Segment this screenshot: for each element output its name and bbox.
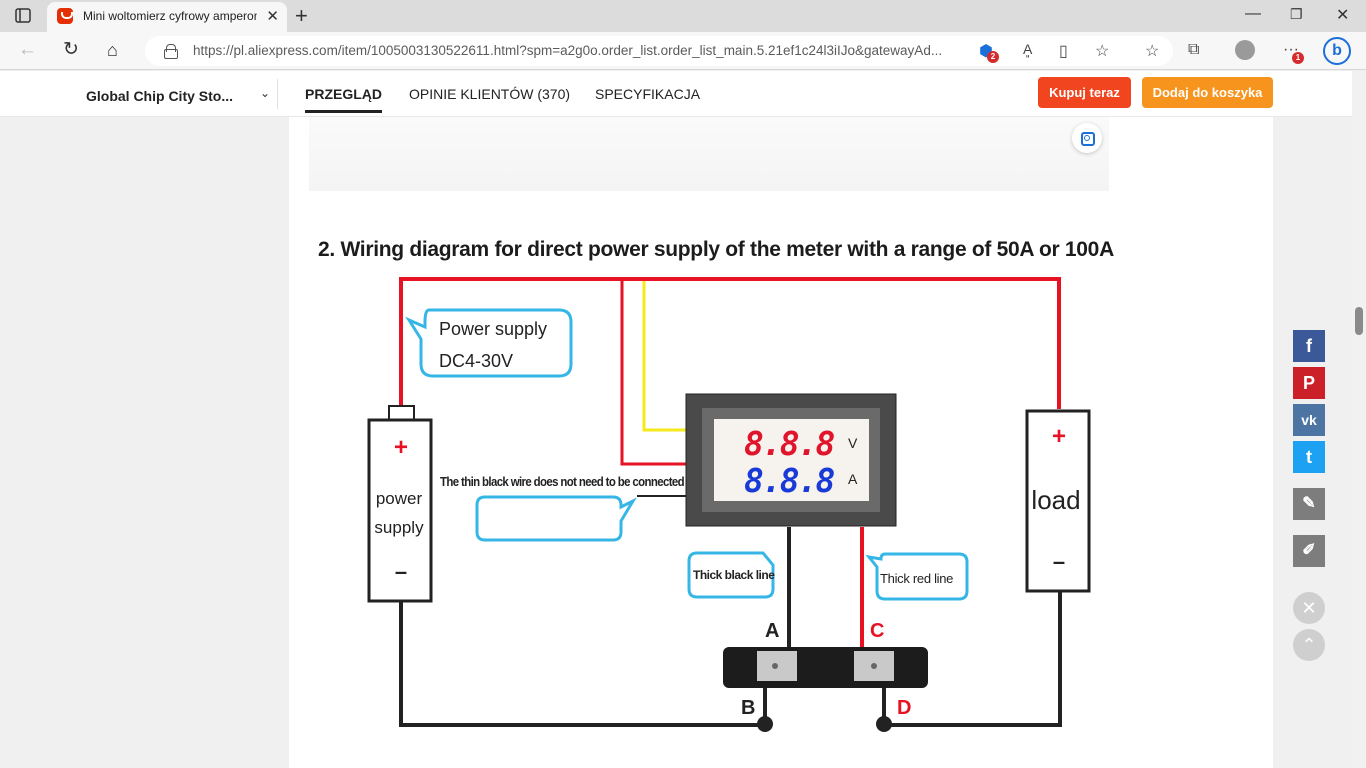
scroll-top-icon[interactable]: ⌃ [1293, 629, 1325, 661]
twitter-icon[interactable]: t [1293, 441, 1325, 473]
add-favorite-icon[interactable]: ☆ [1095, 43, 1110, 60]
refresh-icon[interactable]: ↻ [63, 39, 79, 60]
pinterest-icon[interactable]: P [1293, 367, 1325, 399]
thick-black-label: Thick black line [693, 568, 775, 582]
profile-avatar[interactable] [1235, 40, 1255, 60]
tab-title: Mini woltomierz cyfrowy amperomierz [83, 9, 257, 23]
wire-red-meter [620, 279, 687, 466]
terminal-dot-b [757, 716, 773, 732]
pencil-icon[interactable]: ✐ [1293, 535, 1325, 567]
wire-black-bottom [399, 601, 765, 727]
terminal-label-a: A [765, 620, 779, 642]
shunt-body [723, 647, 928, 688]
restore-icon[interactable]: ❐ [1290, 6, 1303, 22]
collections-icon[interactable]: ⧉ [1188, 41, 1200, 58]
callout-empty [475, 495, 637, 542]
previous-description-image [309, 117, 1109, 191]
lock-icon[interactable] [164, 44, 178, 59]
terminal-dot-d [876, 716, 892, 732]
wire-red-top [399, 277, 1061, 417]
url-path: /item/1005003130522611.html?spm=a2g0o.or… [337, 43, 943, 58]
load-box [1025, 409, 1091, 593]
buy-now-button[interactable]: Kupuj teraz [1038, 77, 1131, 108]
chevron-down-icon[interactable]: ⌄ [260, 86, 271, 100]
address-bar-row: ← ↻ ⌂ https://pl.aliexpress.com/item/100… [0, 32, 1366, 70]
terminal-label-b: B [741, 697, 755, 719]
tab-close-icon[interactable]: ✕ [266, 8, 279, 25]
vertical-scrollbar[interactable] [1352, 71, 1366, 768]
minimize-icon[interactable]: — [1245, 5, 1261, 22]
supply-label-1: power [376, 489, 423, 508]
nav-divider [277, 79, 278, 109]
tab-overview[interactable]: PRZEGLĄD [305, 86, 382, 113]
add-to-cart-button[interactable]: Dodaj do koszyka [1142, 77, 1273, 108]
browser-tab-active[interactable]: Mini woltomierz cyfrowy amperomierz ✕ [47, 2, 287, 32]
callout-thick-black [687, 551, 775, 599]
url-text[interactable]: https://pl.aliexpress.com/item/100500313… [193, 43, 942, 58]
terminal-label-c: C [870, 620, 884, 642]
window-close-icon[interactable]: ✕ [1336, 7, 1350, 24]
close-icon[interactable]: ✕ [1293, 592, 1325, 624]
image-zoom-icon[interactable] [1072, 123, 1102, 153]
shunt-screw-right [871, 663, 877, 669]
shunt-screw-left [772, 663, 778, 669]
display-voltage: 8.8.8 [744, 424, 834, 463]
facebook-icon[interactable]: f [1293, 330, 1325, 362]
display-current-unit: A [848, 471, 858, 487]
diagram-title: 2. Wiring diagram for direct power suppl… [318, 238, 1114, 261]
supply-minus: – [395, 559, 407, 584]
tab-actions-icon[interactable] [12, 6, 34, 26]
store-sticky-nav: Global Chip City Sto... ⌄ PRZEGLĄD OPINI… [0, 71, 1352, 117]
aliexpress-favicon-icon [57, 8, 73, 24]
meter-screen [714, 419, 869, 501]
thin-wire-note: The thin black wire does not need to be … [440, 474, 685, 489]
url-host: https://pl.aliexpress.com [193, 43, 338, 58]
supply-label-2: supply [374, 518, 424, 537]
power-supply-box [367, 418, 433, 603]
home-icon[interactable]: ⌂ [107, 40, 118, 60]
thick-red-label: Thick red line [880, 571, 953, 586]
extension-badge: 2 [987, 51, 999, 63]
read-aloud-icon[interactable]: A͈ [1023, 41, 1033, 57]
callout-supply-line1: Power supply [439, 319, 547, 339]
wire-black-load [884, 591, 1062, 727]
wiring-diagram: + power supply – + load – Power supply D… [367, 277, 1091, 732]
display-current: 8.8.8 [744, 461, 834, 500]
callout-power-supply [405, 308, 573, 378]
bing-copilot-icon[interactable]: b [1323, 37, 1351, 65]
callout-thick-red [865, 552, 969, 601]
callout-supply-line2: DC4-30V [439, 351, 513, 371]
store-name[interactable]: Global Chip City Sto... [86, 88, 233, 104]
terminal-label-d: D [897, 697, 911, 719]
tab-specification[interactable]: SPECYFIKACJA [595, 86, 701, 102]
supply-plus: + [394, 434, 408, 461]
edit-icon[interactable]: ✎ [1293, 488, 1325, 520]
immersive-reader-icon[interactable]: ▯ [1059, 43, 1068, 60]
browser-tab-bar: Mini woltomierz cyfrowy amperomierz ✕ + … [0, 0, 1366, 32]
new-tab-icon[interactable]: + [295, 3, 308, 28]
load-label: load [1031, 485, 1080, 515]
load-plus: + [1052, 423, 1066, 450]
tab-reviews[interactable]: OPINIE KLIENTÓW (370) [409, 86, 571, 102]
back-icon[interactable]: ← [18, 39, 37, 60]
vk-icon[interactable]: vk [1293, 404, 1325, 436]
scrollbar-thumb[interactable] [1355, 307, 1363, 335]
wire-yellow [642, 281, 687, 432]
menu-badge: 1 [1292, 52, 1304, 64]
load-minus: – [1053, 549, 1065, 574]
url-bar[interactable]: https://pl.aliexpress.com/item/100500313… [145, 36, 1173, 66]
display-voltage-unit: V [848, 435, 858, 451]
favorites-icon[interactable]: ☆ [1145, 43, 1160, 60]
